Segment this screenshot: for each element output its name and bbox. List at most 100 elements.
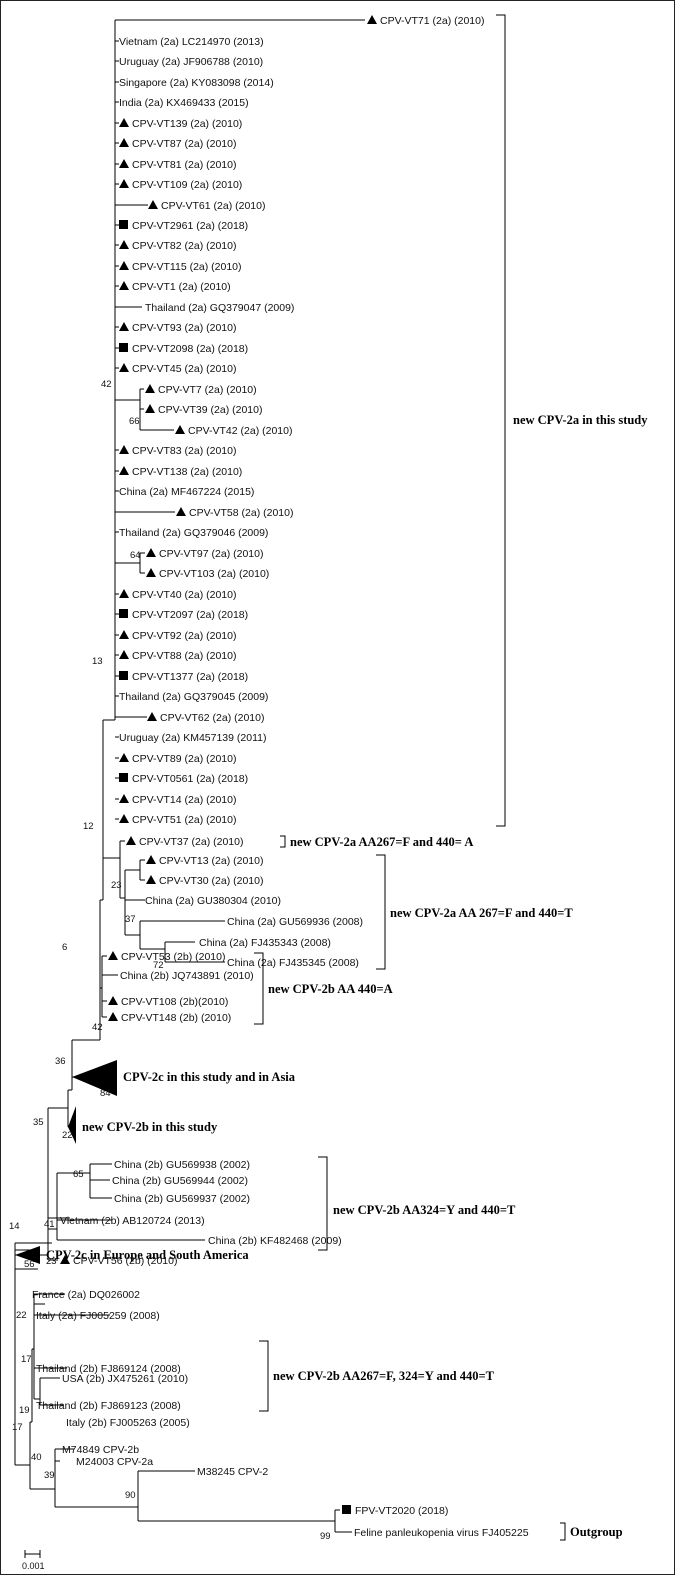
clade-bracket: [318, 1156, 328, 1251]
triangle-marker-icon: [119, 445, 129, 454]
square-marker-icon: [119, 220, 128, 229]
leaf-label: Thailand (2b) FJ869123 (2008): [36, 1400, 181, 1412]
bootstrap-value: 42: [101, 379, 112, 390]
clade-bracket: [280, 835, 286, 848]
bootstrap-value: 84: [100, 1088, 111, 1099]
leaf-label: CPV-VT53 (2b) (2010): [121, 951, 225, 963]
leaf-label: CPV-VT92 (2a) (2010): [132, 630, 236, 642]
leaf-label: CPV-VT2961 (2a) (2018): [132, 220, 248, 232]
triangle-marker-icon: [119, 261, 129, 270]
triangle-marker-icon: [108, 996, 118, 1005]
bootstrap-value: 35: [33, 1117, 44, 1128]
bootstrap-value: 13: [92, 656, 103, 667]
bootstrap-value: 23: [111, 880, 122, 891]
triangle-marker-icon: [119, 179, 129, 188]
clade-bracket-label: new CPV-2b AA267=F, 324=Y and 440=T: [273, 1369, 495, 1383]
triangle-marker-icon: [119, 363, 129, 372]
leaf-label: CPV-VT88 (2a) (2010): [132, 650, 236, 662]
leaf-label: M74849 CPV-2b: [62, 1444, 139, 1456]
triangle-marker-icon: [119, 466, 129, 475]
leaf-label: CPV-VT7 (2a) (2010): [158, 384, 257, 396]
leaf-label: CPV-VT81 (2a) (2010): [132, 159, 236, 171]
leaf-label: Vietnam (2a) LC214970 (2013): [119, 36, 264, 48]
clade-bracket-label: new CPV-2a AA267=F and 440= A: [290, 835, 473, 849]
leaf-label: China (2b) GU569938 (2002): [114, 1159, 250, 1171]
square-marker-icon: [119, 773, 128, 782]
triangle-marker-icon: [119, 794, 129, 803]
collapsed-clade-label: CPV-2c in this study and in Asia: [123, 1070, 296, 1084]
bootstrap-value: 72: [153, 960, 164, 971]
leaf-label: CPV-VT2098 (2a) (2018): [132, 343, 248, 355]
triangle-marker-icon: [60, 1255, 70, 1264]
bootstrap-value: 42: [92, 1022, 103, 1033]
clade-bracket-label: new CPV-2b AA 440=A: [268, 982, 393, 996]
leaf-label: Italy (2b) FJ005263 (2005): [66, 1417, 190, 1429]
bootstrap-value: 19: [19, 1405, 30, 1416]
bootstrap-value: 6: [62, 942, 67, 953]
triangle-marker-icon: [119, 650, 129, 659]
triangle-marker-icon: [147, 712, 157, 721]
bootstrap-value: 36: [55, 1056, 66, 1067]
leaf-label: CPV-VT37 (2a) (2010): [139, 836, 243, 848]
triangle-marker-icon: [175, 425, 185, 434]
triangle-marker-icon: [119, 630, 129, 639]
leaf-label: CPV-VT71 (2a) (2010): [380, 15, 484, 27]
leaf-label: CPV-VT1 (2a) (2010): [132, 281, 231, 293]
clade-bracket-label: new CPV-2b AA324=Y and 440=T: [333, 1203, 516, 1217]
clade-bracket: [376, 854, 386, 970]
bootstrap-value: 41: [44, 1219, 55, 1230]
leaf-label: CPV-VT61 (2a) (2010): [161, 200, 265, 212]
leaf-label: Uruguay (2a) KM457139 (2011): [119, 732, 266, 744]
leaf-label: M38245 CPV-2: [197, 1466, 268, 1478]
bootstrap-value: 56: [24, 1259, 35, 1270]
leaf-label: CPV-VT87 (2a) (2010): [132, 138, 236, 150]
leaf-label: China (2b) JQ743891 (2010): [120, 970, 254, 982]
triangle-marker-icon: [119, 814, 129, 823]
leaf-label: China (2a) GU380304 (2010): [145, 895, 281, 907]
triangle-marker-icon: [119, 118, 129, 127]
clade-bracket-label: new CPV-2a AA 267=F and 440=T: [390, 906, 573, 920]
scale-bar: 0.001: [22, 1550, 45, 1571]
bootstrap-values: 4266641312233772642368435226541231456221…: [9, 379, 331, 1542]
bootstrap-value: 17: [12, 1422, 23, 1433]
collapsed-clade-triangle: [15, 1246, 40, 1264]
triangle-marker-icon: [119, 589, 129, 598]
leaf-label: M24003 CPV-2a: [76, 1456, 153, 1468]
leaf-label: CPV-VT97 (2a) (2010): [159, 548, 263, 560]
collapsed-clade-triangle: [72, 1060, 117, 1096]
leaf-label: CPV-VT82 (2a) (2010): [132, 240, 236, 252]
clade-bracket: [496, 14, 506, 827]
triangle-marker-icon: [176, 507, 186, 516]
leaf-label: Italy (2a) FJ005259 (2008): [36, 1310, 160, 1322]
bootstrap-value: 22: [62, 1130, 73, 1141]
bootstrap-value: 39: [44, 1470, 55, 1481]
clade-bracket: [254, 952, 264, 1025]
leaf-label: CPV-VT138 (2a) (2010): [132, 466, 242, 478]
triangle-marker-icon: [108, 951, 118, 960]
leaf-label: CPV-VT148 (2b) (2010): [121, 1012, 231, 1024]
leaf-label: Vietnam (2b) AB120724 (2013): [60, 1215, 205, 1227]
triangle-marker-icon: [145, 384, 155, 393]
leaf-label: CPV-VT14 (2a) (2010): [132, 794, 236, 806]
leaf-label: China (2b) KF482468 (2009): [208, 1235, 342, 1247]
leaf-label: CPV-VT45 (2a) (2010): [132, 363, 236, 375]
leaf-label: France (2a) DQ026002: [32, 1289, 140, 1301]
leaf-label: CPV-VT108 (2b)(2010): [121, 996, 228, 1008]
leaf-label: CPV-VT93 (2a) (2010): [132, 322, 236, 334]
leaf-label: FPV-VT2020 (2018): [355, 1505, 448, 1517]
leaf-label: China (2a) FJ435343 (2008): [199, 937, 331, 949]
leaf-label: CPV-VT13 (2a) (2010): [159, 855, 263, 867]
triangle-marker-icon: [146, 548, 156, 557]
leaf-label: CPV-VT103 (2a) (2010): [159, 568, 269, 580]
triangle-marker-icon: [145, 404, 155, 413]
bootstrap-value: 99: [320, 1531, 331, 1542]
leaf-label: India (2a) KX469433 (2015): [119, 97, 249, 109]
square-marker-icon: [342, 1505, 351, 1514]
leaf-label: China (2b) GU569937 (2002): [114, 1193, 250, 1205]
square-marker-icon: [119, 343, 128, 352]
